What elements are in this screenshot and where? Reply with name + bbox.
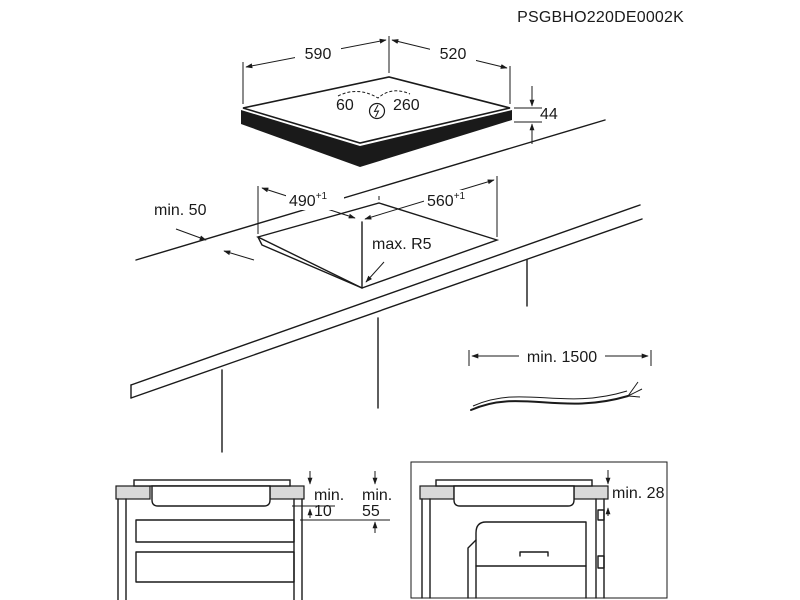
hob-width-label: 590 (305, 46, 332, 63)
hob-drawing: 590 520 44 60 260 (241, 36, 558, 167)
hob-cable-right-label: 260 (393, 97, 420, 114)
section-left-drawing: min. 10 min. 55 (115, 471, 392, 600)
section-right-drawing: min. 28 (410, 461, 668, 599)
power-symbol-icon (368, 102, 386, 120)
worktop-drawing: 490+1 560+1 min. 50 max. R5 (130, 119, 643, 453)
hob-depth-label: 520 (440, 46, 467, 63)
cable-wire (470, 395, 629, 411)
section-left-gap-top-text: min. (314, 487, 344, 504)
cable-length-label: min. 1500 (527, 349, 597, 366)
hob-cable-path (337, 90, 411, 99)
section-right-gap-label: min. 28 (612, 485, 665, 502)
cable-drawing: min. 1500 (468, 346, 652, 411)
section-left-gap-side-text: min. (362, 487, 392, 504)
cutout-corner-radius-label: max. R5 (372, 236, 432, 253)
cutout-depth-label: 560+1 (427, 191, 466, 210)
cutout-front-distance-label: min. 50 (154, 202, 207, 219)
section-left-gap-top-value: 10 (314, 503, 332, 520)
section-left-gap-side-value: 55 (362, 503, 380, 520)
document-code: PSGBHO220DE0002K (517, 9, 684, 26)
hob-cable-left-label: 60 (336, 97, 354, 114)
hob-height-label: 44 (540, 106, 558, 123)
hob-edge (241, 110, 512, 167)
cutout-width-label: 490+1 (289, 191, 328, 210)
